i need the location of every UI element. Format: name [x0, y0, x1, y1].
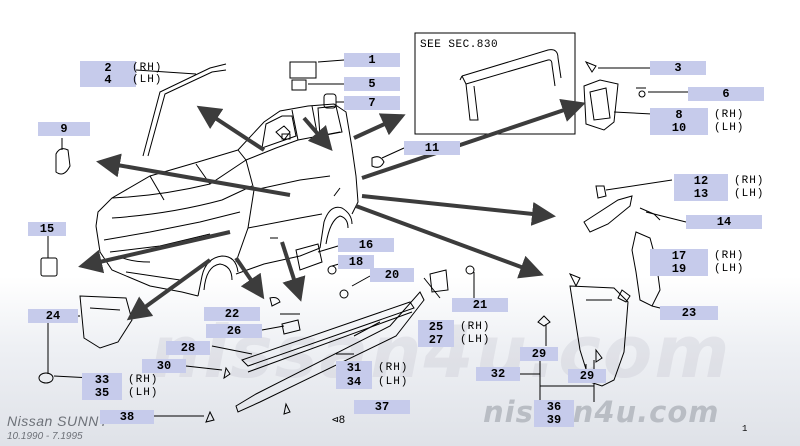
part-number-3: 3	[650, 61, 706, 75]
part-number-5: 5	[344, 77, 400, 91]
part-number-32: 32	[476, 367, 520, 381]
callout-arrows	[78, 99, 586, 321]
model-name: Nissan SUNNY	[7, 413, 109, 429]
side-indicator: (LH)	[128, 387, 159, 399]
side-indicator: (RH)	[460, 321, 491, 333]
side-indicator: (RH)	[378, 362, 409, 374]
part-number-13: 13	[674, 187, 728, 201]
part-number-38: 38	[100, 410, 154, 424]
part-number-11: 11	[404, 141, 460, 155]
part-number-18: 18	[338, 255, 374, 269]
car-body-illustration	[95, 103, 359, 297]
part-number-6: 6	[688, 87, 764, 101]
arrow	[234, 256, 265, 300]
part-number-4: 4	[80, 73, 136, 87]
part-number-33: 33	[82, 373, 122, 387]
part-number-20: 20	[370, 268, 414, 282]
side-indicator: (RH)	[714, 109, 745, 121]
part-number-7: 7	[344, 96, 400, 110]
part-number-26: 26	[206, 324, 262, 338]
part-number-1: 1	[344, 53, 400, 67]
part-number-10: 10	[650, 121, 708, 135]
part-number-25: 25	[418, 320, 454, 334]
part-number-21: 21	[452, 298, 508, 312]
side-indicator: (LH)	[714, 122, 745, 134]
see-section-reference: SEE SEC.830	[420, 39, 499, 51]
part-number-23: 23	[660, 306, 718, 320]
side-indicator: (RH)	[132, 62, 163, 74]
side-indicator: (RH)	[734, 175, 765, 187]
part-number-27: 27	[418, 333, 454, 347]
part-number-29b: 29	[568, 369, 606, 383]
arrow	[196, 105, 266, 152]
door-sash-illustration	[459, 49, 562, 121]
arrow	[280, 241, 306, 302]
side-indicator: (RH)	[128, 374, 159, 386]
arrow	[355, 204, 544, 279]
part-number-31: 31	[336, 361, 372, 375]
part-number-8: 8	[650, 108, 708, 122]
arrow	[353, 113, 406, 140]
arrow	[96, 153, 291, 197]
side-indicator: (LH)	[734, 188, 765, 200]
arrow	[302, 116, 333, 152]
leader-lines	[47, 59, 706, 417]
part-number-2: 2	[80, 61, 136, 75]
part-number-24: 24	[28, 309, 78, 323]
part-number-17: 17	[650, 249, 708, 263]
part-number-35: 35	[82, 386, 122, 400]
part-number-37: 37	[354, 400, 410, 414]
part-number-22: 22	[204, 307, 260, 321]
part-number-15: 15	[28, 222, 66, 236]
part-number-34: 34	[336, 375, 372, 389]
side-indicator: (LH)	[132, 74, 163, 86]
arrow	[361, 99, 586, 180]
part-number-12: 12	[674, 174, 728, 188]
side-indicator: (LH)	[378, 376, 409, 388]
part-number-39: 39	[534, 413, 574, 427]
part-number-28: 28	[166, 341, 210, 355]
side-indicator: (LH)	[460, 334, 491, 346]
part-number-30: 30	[142, 359, 186, 373]
part-number-14: 14	[686, 215, 762, 229]
production-dates: 10.1990 - 7.1995	[7, 431, 83, 442]
part-number-19: 19	[650, 262, 708, 276]
arrow	[361, 194, 556, 226]
arrow	[126, 258, 212, 321]
part-number-29a: 29	[520, 347, 558, 361]
part-number-36: 36	[534, 400, 574, 414]
brand-logo: nissan4u.com	[483, 395, 720, 429]
page-mark: 1	[742, 424, 748, 434]
part-number-9: 9	[38, 122, 90, 136]
side-indicator: (RH)	[714, 250, 745, 262]
part-number-16: 16	[338, 238, 394, 252]
arrow	[78, 230, 231, 274]
side-indicator: (LH)	[714, 263, 745, 275]
clip-glyph: ⊲8	[332, 415, 346, 427]
